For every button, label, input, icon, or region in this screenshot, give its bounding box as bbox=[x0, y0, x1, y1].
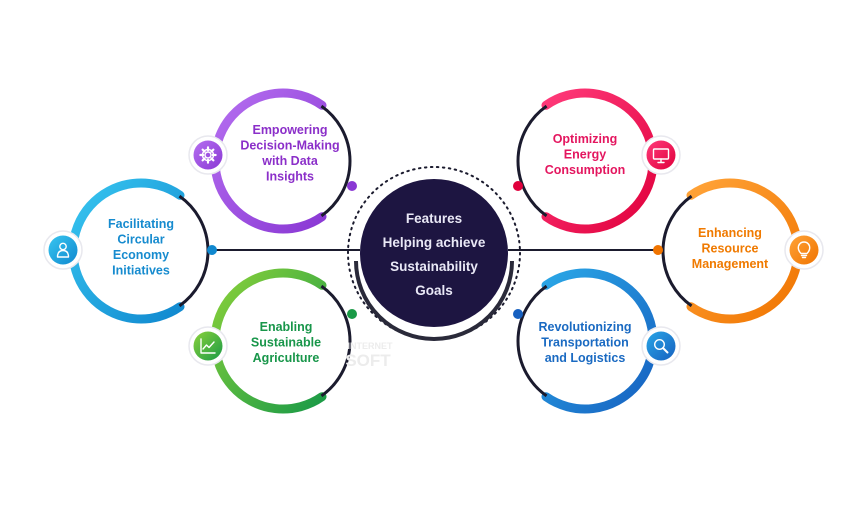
node-label-line: Revolutionizing bbox=[538, 320, 631, 334]
node-label-line: Facilitating bbox=[108, 217, 174, 231]
node-label-line: Agriculture bbox=[253, 351, 320, 365]
ring-face-optimizing bbox=[523, 99, 647, 223]
ring-inner-arc-enhancing bbox=[661, 194, 693, 308]
node-label-line: Sustainable bbox=[251, 336, 321, 350]
ring-inner-arc-enabling bbox=[320, 284, 352, 398]
gear-icon bbox=[188, 135, 228, 175]
node-label-line: Management bbox=[692, 257, 769, 271]
center-title-line: Sustainability bbox=[390, 259, 478, 274]
node-label-line: Insights bbox=[266, 170, 314, 184]
connector-dot-enabling bbox=[347, 309, 357, 319]
watermark-top: INTERNET bbox=[348, 341, 394, 351]
ring-face-revolutionizing bbox=[523, 279, 647, 403]
ring-face-facilitating bbox=[79, 189, 203, 313]
node-label-line: Optimizing bbox=[553, 132, 618, 146]
connector-dot-revolutionizing bbox=[513, 309, 523, 319]
connector-dot-optimizing bbox=[513, 181, 523, 191]
connector-dot-empowering bbox=[347, 181, 357, 191]
node-label-line: Decision-Making bbox=[240, 139, 339, 153]
center-title-line: Goals bbox=[415, 283, 453, 298]
node-label-line: Empowering bbox=[252, 123, 327, 137]
connector-dot-facilitating bbox=[207, 245, 217, 255]
center-title-line: Helping achieve bbox=[383, 235, 486, 250]
connector-dot-enhancing bbox=[653, 245, 663, 255]
node-label-line: with Data bbox=[261, 154, 319, 168]
center-shadow-arc bbox=[354, 260, 514, 341]
node-label-line: Consumption bbox=[545, 163, 626, 177]
watermark-bottom: SOFT bbox=[345, 351, 391, 370]
ring-inner-arc-revolutionizing bbox=[516, 284, 548, 398]
person-icon bbox=[43, 230, 83, 270]
ring-inner-arc-optimizing bbox=[516, 104, 548, 218]
node-label-line: and Logistics bbox=[545, 351, 626, 365]
center-dotted-ring bbox=[347, 166, 521, 340]
lightbulb-icon bbox=[784, 230, 824, 270]
node-label-line: Transportation bbox=[541, 336, 629, 350]
search-icon bbox=[641, 326, 681, 366]
node-label-line: Enabling bbox=[260, 320, 313, 334]
chart-icon bbox=[188, 326, 228, 366]
node-label-line: Enhancing bbox=[698, 226, 762, 240]
monitor-icon bbox=[641, 135, 681, 175]
ring-inner-arc-empowering bbox=[320, 104, 352, 218]
center-circle bbox=[360, 179, 508, 327]
node-label-line: Resource bbox=[702, 242, 759, 256]
node-label-line: Economy bbox=[113, 248, 169, 262]
ring-face-enabling bbox=[221, 279, 345, 403]
node-label-line: Energy bbox=[564, 148, 606, 162]
ring-face-enhancing bbox=[668, 189, 792, 313]
node-label-line: Circular bbox=[117, 233, 164, 247]
ring-face-empowering bbox=[221, 99, 345, 223]
node-label-line: Initiatives bbox=[112, 264, 170, 278]
center-title-line: Features bbox=[406, 211, 462, 226]
